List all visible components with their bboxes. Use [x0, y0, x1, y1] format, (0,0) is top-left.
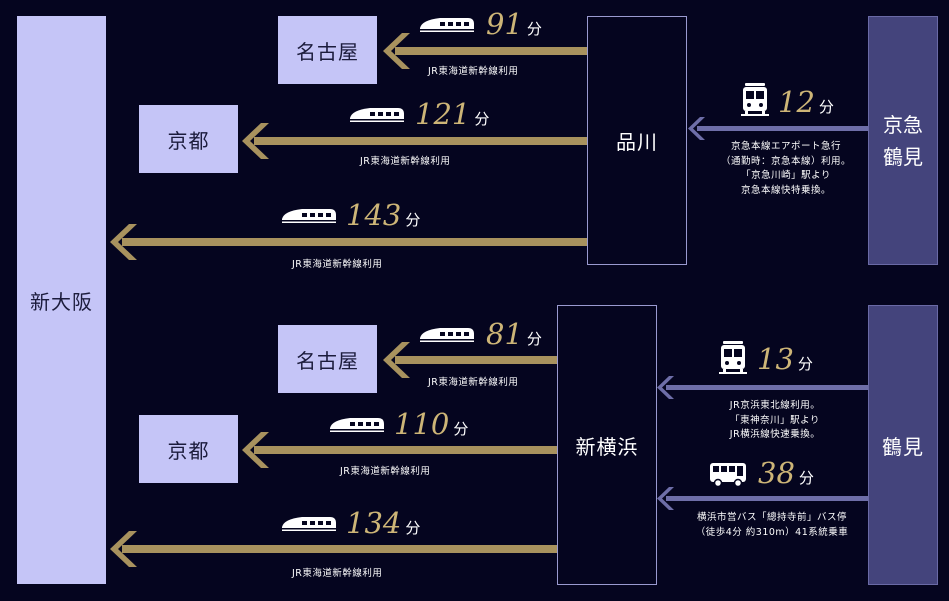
- time-shinyokohama-kyoto: 110 分: [394, 410, 468, 439]
- station-keikyu-tsurumi-label-2: 鶴見: [883, 144, 923, 169]
- shinkansen-icon: [420, 18, 474, 32]
- note-line: JR横浜線快速乗換。: [729, 429, 821, 441]
- station-kyoto-label: 京都: [167, 128, 210, 153]
- note-line: 「東神奈川」駅より: [730, 414, 820, 426]
- time-unit: 分: [818, 98, 834, 116]
- station-shinagawa: 品川: [587, 16, 687, 265]
- arrow-shinagawa-nagoya: [383, 33, 587, 69]
- bus-icon: [710, 463, 746, 488]
- arrow-keikyu-tsurumi-shinagawa: [688, 117, 868, 140]
- time-unit: 分: [797, 355, 813, 373]
- station-kyoto-upper: 京都: [139, 105, 238, 173]
- time-value: 121: [415, 97, 471, 131]
- note-shinyokohama-nagoya: JR東海道新幹線利用: [428, 377, 519, 388]
- station-shin-yokohama-label: 新横浜: [575, 434, 639, 459]
- time-value: 13: [757, 342, 794, 376]
- station-nagoya-lower: 名古屋: [278, 325, 377, 393]
- station-shin-yokohama: 新横浜: [557, 305, 657, 585]
- time-unit: 分: [526, 20, 542, 38]
- note-line: 京急本線エアポート急行: [730, 141, 841, 152]
- time-unit: 分: [453, 420, 469, 438]
- station-nagoya-label: 名古屋: [296, 39, 359, 64]
- time-shinyokohama-nagoya: 81 分: [486, 320, 542, 349]
- note-line: 横浜市営バス「總持寺前」バス停: [696, 512, 847, 523]
- arrow-shinagawa-shin-osaka: [110, 224, 587, 260]
- station-kyoto-label: 京都: [167, 438, 210, 463]
- time-shinagawa-kyoto: 121 分: [415, 100, 489, 129]
- time-value: 143: [346, 198, 402, 232]
- station-nagoya-upper: 名古屋: [278, 16, 377, 84]
- time-value: 12: [778, 85, 815, 119]
- arrow-tsurumi-shinyokohama-bus: [657, 487, 868, 510]
- note-shinagawa-nagoya: JR東海道新幹線利用: [428, 66, 519, 77]
- note-shinyokohama-shin-osaka: JR東海道新幹線利用: [292, 568, 383, 579]
- note-line: JR京浜東北線利用。: [729, 400, 821, 411]
- station-tsurumi-label: 鶴見: [882, 434, 924, 459]
- time-keikyu-tsurumi-shinagawa: 12 分: [778, 88, 834, 117]
- train-icon: [719, 341, 747, 374]
- shinkansen-icon: [282, 517, 336, 531]
- shinkansen-icon: [350, 108, 404, 122]
- arrow-shinyokohama-kyoto: [242, 432, 557, 468]
- station-shin-osaka-label: 新大阪: [30, 289, 93, 314]
- shinkansen-icon: [282, 209, 336, 223]
- note-shinagawa-shin-osaka: JR東海道新幹線利用: [292, 259, 383, 270]
- note-line: 京急本線快特乗換。: [740, 185, 831, 197]
- note-tsurumi-shinyokohama-train: JR京浜東北線利用。 「東神奈川」駅より JR横浜線快速乗換。: [690, 399, 860, 443]
- time-unit: 分: [798, 469, 814, 487]
- time-unit: 分: [405, 519, 421, 537]
- time-unit: 分: [405, 211, 421, 229]
- station-kyoto-lower: 京都: [139, 415, 238, 483]
- note-line: （通勤時：京急本線）利用。: [720, 155, 851, 167]
- time-shinagawa-shin-osaka: 143 分: [346, 201, 420, 230]
- station-tsurumi: 鶴見: [868, 305, 938, 585]
- train-icon: [741, 83, 769, 116]
- shinkansen-icon: [420, 328, 474, 342]
- note-shinyokohama-kyoto: JR東海道新幹線利用: [340, 466, 431, 477]
- time-tsurumi-shinyokohama-train: 13 分: [757, 345, 813, 374]
- station-keikyu-tsurumi-label-1: 京急: [883, 112, 923, 137]
- time-value: 134: [346, 506, 402, 540]
- station-keikyu-tsurumi: 京急 鶴見: [868, 16, 938, 265]
- station-nagoya-label: 名古屋: [296, 348, 359, 373]
- arrow-tsurumi-shinyokohama-train: [657, 376, 868, 399]
- arrow-shinyokohama-nagoya: [383, 342, 557, 378]
- time-value: 110: [394, 407, 450, 441]
- note-keikyu-tsurumi-shinagawa: 京急本線エアポート急行 （通勤時：京急本線）利用。 「京急川崎」駅より 京急本線…: [706, 140, 866, 199]
- time-tsurumi-shinyokohama-bus: 38 分: [758, 459, 814, 488]
- time-value: 38: [758, 456, 795, 490]
- time-shinyokohama-shin-osaka: 134 分: [346, 509, 420, 538]
- note-shinagawa-kyoto: JR東海道新幹線利用: [360, 156, 451, 167]
- time-unit: 分: [526, 330, 542, 348]
- station-shin-osaka: 新大阪: [17, 16, 106, 584]
- note-line: （徒歩4分 約310m）41系統乗車: [695, 526, 849, 538]
- arrow-shinagawa-kyoto: [242, 123, 587, 159]
- station-shinagawa-label: 品川: [616, 130, 658, 154]
- time-value: 81: [486, 317, 523, 351]
- arrow-shinyokohama-shin-osaka: [110, 531, 557, 567]
- shinkansen-icon: [330, 418, 384, 432]
- note-tsurumi-shinyokohama-bus: 横浜市営バス「總持寺前」バス停 （徒歩4分 約310m）41系統乗車: [672, 511, 872, 540]
- time-value: 91: [486, 7, 523, 41]
- time-unit: 分: [474, 110, 490, 128]
- note-line: 「京急川崎」駅より: [741, 170, 831, 182]
- time-shinagawa-nagoya: 91 分: [486, 10, 542, 39]
